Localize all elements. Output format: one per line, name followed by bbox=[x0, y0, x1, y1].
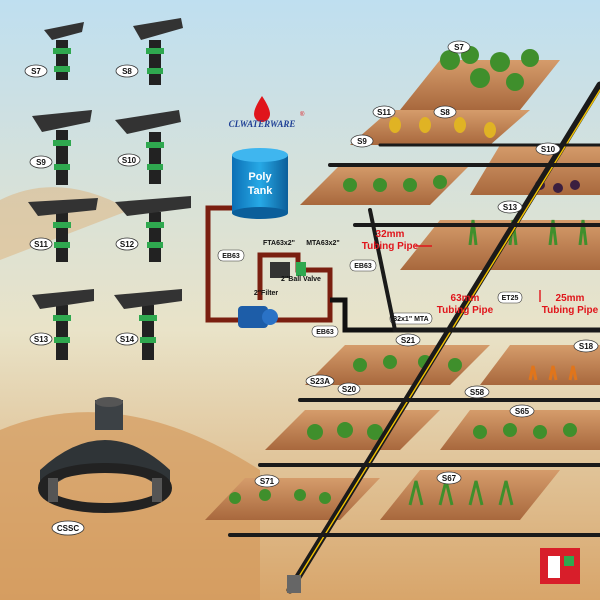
fitting-filter: 2"Filter bbox=[254, 290, 279, 297]
sprinkler-s12-label: S12 bbox=[120, 240, 135, 249]
pipe-32-line2: Tubing Pipe bbox=[362, 241, 419, 252]
fitting-eb63-right: EB63 bbox=[354, 263, 372, 270]
sprinkler-s14-label: S14 bbox=[120, 335, 135, 344]
plot bbox=[440, 410, 600, 450]
inlet-valve bbox=[287, 575, 301, 593]
sprinkler-s7 bbox=[44, 22, 84, 80]
fitting-eb63-left: EB63 bbox=[222, 253, 240, 260]
tank-label-line1: Poly bbox=[248, 171, 272, 183]
plot bbox=[470, 145, 600, 195]
crops bbox=[229, 46, 588, 506]
sprinkler-s9-label: S9 bbox=[36, 158, 46, 167]
fitting-mta: MTA63x2" bbox=[306, 240, 340, 247]
brand-trademark: ® bbox=[300, 111, 305, 118]
plot bbox=[305, 345, 490, 385]
field-tag-s65: S65 bbox=[515, 407, 530, 416]
fitting-fta: FTA63x2" bbox=[263, 240, 295, 247]
pipe-network bbox=[228, 81, 600, 594]
plot bbox=[380, 470, 560, 520]
pipe-25-line1: 25mm bbox=[556, 293, 585, 304]
fitting-ball-valve: 2"Ball Valve bbox=[281, 276, 321, 283]
pipe-25-line2: Tubing Pipe bbox=[542, 305, 599, 316]
field-tag-s11: S11 bbox=[377, 108, 391, 117]
fitting-eb63-bottom: EB63 bbox=[316, 329, 334, 336]
field-tag-s8: S8 bbox=[440, 108, 450, 117]
sprinkler-s8 bbox=[133, 18, 183, 85]
saddle-label: CSSC bbox=[57, 524, 79, 533]
field-tag-s21: S21 bbox=[401, 336, 416, 345]
pipe-63-line2: Tubing Pipe bbox=[437, 305, 494, 316]
sprinkler-s13 bbox=[32, 289, 94, 360]
field-tag-s58: S58 bbox=[470, 388, 485, 397]
field-tag-s9: S9 bbox=[357, 137, 367, 146]
field-tag-s7: S7 bbox=[454, 43, 464, 52]
sprinkler-s12 bbox=[115, 196, 191, 262]
field-tag-s20: S20 bbox=[342, 385, 357, 394]
field-tag-s10: S10 bbox=[541, 145, 556, 154]
pipe-32-line1: 32mm bbox=[376, 229, 405, 240]
pump bbox=[238, 306, 268, 328]
field-tag-s71: S71 bbox=[260, 477, 275, 486]
fitting-mta32: 32x1" MTA bbox=[393, 316, 428, 323]
field-tag-s13: S13 bbox=[503, 203, 518, 212]
fitting-et25: ET25 bbox=[502, 295, 519, 302]
corner-emblem bbox=[540, 548, 580, 584]
poly-tank: Poly Tank bbox=[232, 148, 288, 219]
brand-name: CLWATERWARE bbox=[229, 119, 296, 129]
pipe-callouts: 32mm Tubing Pipe 63mm Tubing Pipe 25mm T… bbox=[362, 229, 599, 316]
tank-label-line2: Tank bbox=[248, 185, 274, 197]
pipe-63-line1: 63mm bbox=[451, 293, 480, 304]
brand-logo: CLWATERWARE ® bbox=[229, 96, 305, 129]
sprinkler-s10-label: S10 bbox=[122, 156, 137, 165]
sprinkler-s9 bbox=[32, 110, 92, 185]
sprinkler-s11-label: S11 bbox=[34, 240, 48, 249]
field-tag-s18: S18 bbox=[579, 342, 594, 351]
filter bbox=[270, 262, 290, 278]
pump-plumbing bbox=[205, 205, 395, 333]
field-tags: S7 S11 S8 S9 S10 S13 S21 S18 S23A S20 S5… bbox=[254, 40, 599, 488]
sprinkler-s8-label: S8 bbox=[122, 67, 132, 76]
sprinkler-s7-label: S7 bbox=[31, 67, 41, 76]
field-tag-s67: S67 bbox=[442, 474, 457, 483]
field-tag-s23a: S23A bbox=[310, 377, 330, 386]
sprinkler-s13-label: S13 bbox=[34, 335, 49, 344]
saddle-clamp bbox=[38, 397, 172, 513]
sprinkler-gallery: S7 S8 S9 S10 bbox=[24, 18, 191, 360]
sprinkler-s11 bbox=[28, 198, 98, 262]
field-plots bbox=[205, 60, 600, 520]
sprinkler-s10 bbox=[115, 110, 181, 184]
ball-valve bbox=[296, 262, 306, 276]
sprinkler-s14 bbox=[114, 289, 182, 360]
